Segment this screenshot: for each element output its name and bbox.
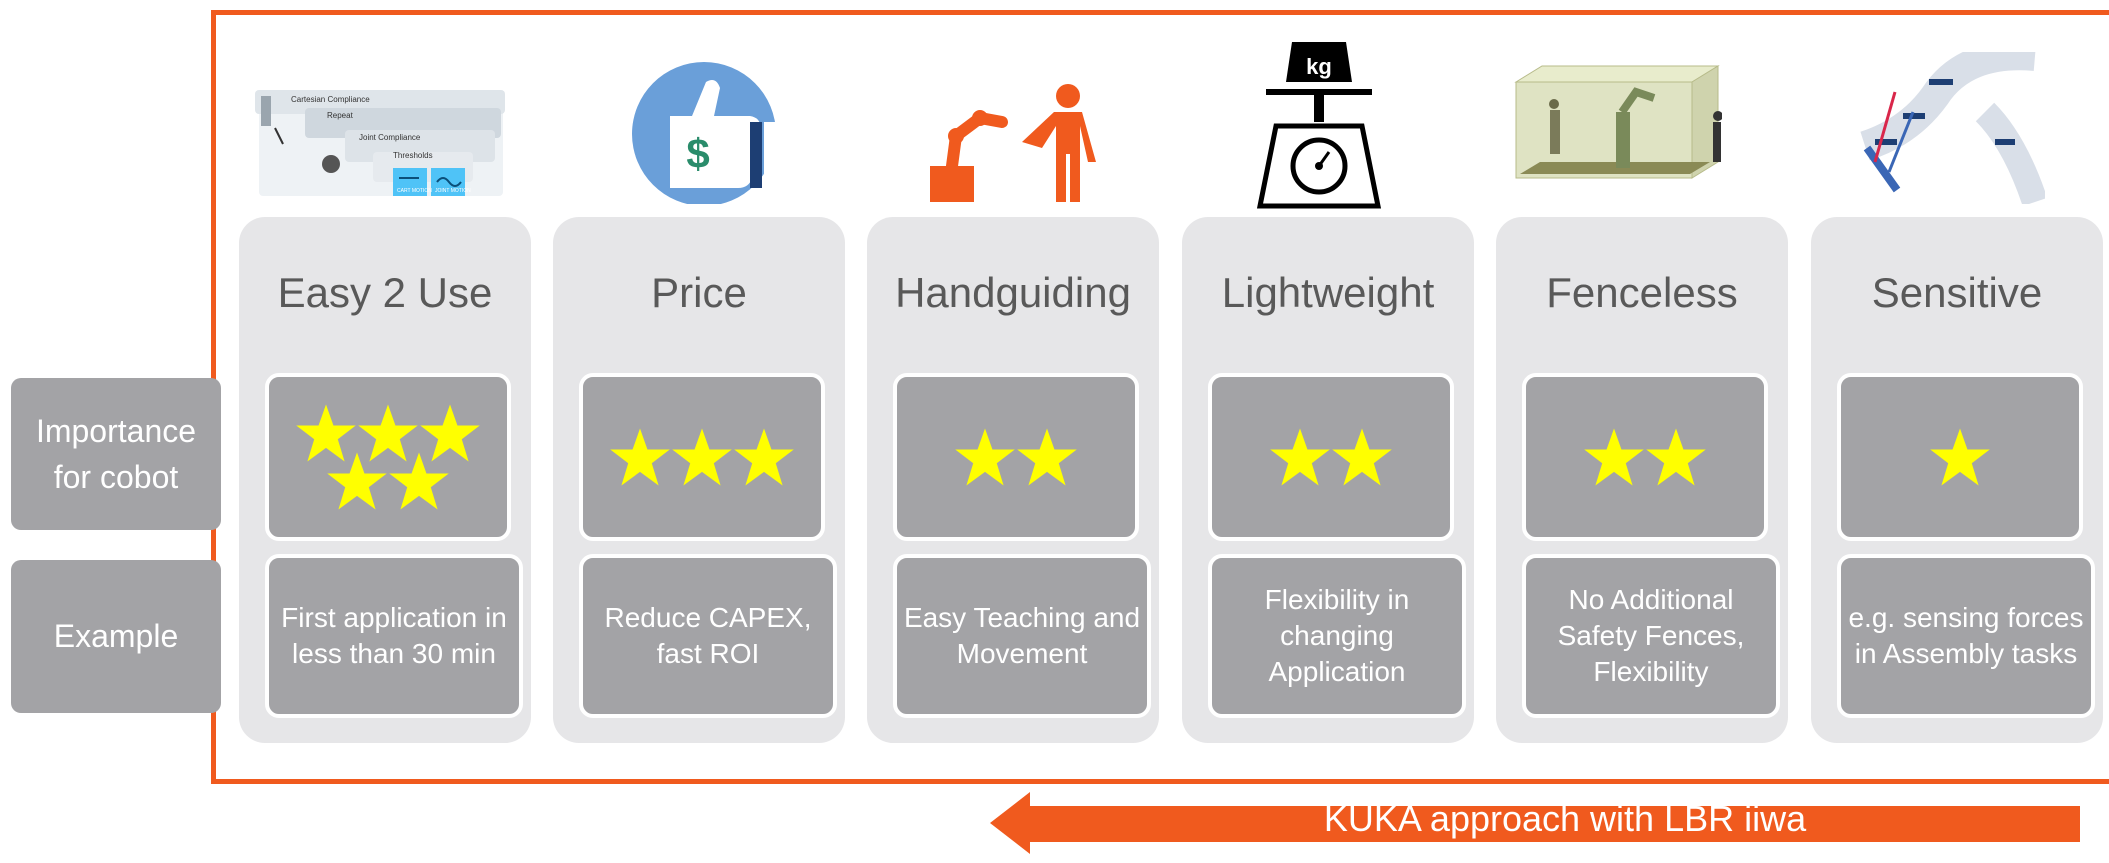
- star-icon: [296, 404, 356, 462]
- robot-sensing-icon: [1860, 52, 2045, 204]
- star-icon: [955, 428, 1015, 486]
- compliance-label-5: CART MOTION: [397, 188, 432, 194]
- row-label-importance-line1: Importance: [35, 412, 197, 449]
- star-icon: [672, 428, 732, 486]
- column-price: Price Reduce CAPEX, fast ROI: [553, 217, 845, 743]
- column-fenceless: Fenceless No Additional Safety Fences, F…: [1496, 217, 1788, 743]
- column-handguiding: Handguiding Easy Teaching and Movement: [867, 217, 1159, 743]
- star-icon: [358, 404, 418, 462]
- star-icon: [1930, 428, 1990, 486]
- star-icon: [1017, 428, 1077, 486]
- compliance-label-6: JOINT MOTION: [435, 188, 471, 194]
- column-sensitive: Sensitive e.g. sensing forces in Assembl…: [1811, 217, 2103, 743]
- example-text: Flexibility in changing Application: [1208, 554, 1466, 718]
- dollar-sign: $: [686, 130, 709, 177]
- compliance-diagram-icon: Cartesian Compliance Repeat Joint Compli…: [255, 90, 505, 196]
- column-title: Price: [651, 269, 747, 316]
- star-icon: [734, 428, 794, 486]
- example-text: e.g. sensing forces in Assembly tasks: [1837, 554, 2095, 718]
- column-title: Easy 2 Use: [277, 269, 493, 316]
- star-icon: [1584, 428, 1644, 486]
- example-text: Reduce CAPEX, fast ROI: [579, 554, 837, 718]
- example-text: Easy Teaching and Movement: [893, 554, 1151, 718]
- row-label-importance: Importance for cobot: [11, 378, 221, 530]
- row-label-importance-line2: for cobot: [53, 459, 179, 495]
- star-icon: [327, 452, 387, 510]
- robot-and-person-icon: [930, 84, 1096, 202]
- importance-rating: [1522, 373, 1768, 541]
- importance-rating: [1208, 373, 1454, 541]
- kg-scale-icon: kg: [1256, 42, 1382, 209]
- example-text: No Additional Safety Fences, Flexibility: [1522, 554, 1780, 718]
- star-icon: [1332, 428, 1392, 486]
- column-title: Handguiding: [895, 269, 1131, 316]
- row-label-example: Example: [11, 560, 221, 713]
- thumbs-up-dollar-icon: $: [632, 62, 776, 204]
- column-lightweight: Lightweight Flexibility in changing Appl…: [1182, 217, 1474, 743]
- star-icon: [420, 404, 480, 462]
- compliance-label-3: Joint Compliance: [359, 133, 421, 142]
- robot-cell-icon: [1514, 65, 1722, 179]
- column-title: Fenceless: [1546, 269, 1738, 316]
- compliance-label-2: Repeat: [327, 111, 354, 120]
- kuka-approach-arrow: [990, 792, 2080, 854]
- star-icon: [1646, 428, 1706, 486]
- example-text: First application in less than 30 min: [265, 554, 523, 718]
- kg-label: kg: [1306, 54, 1332, 79]
- star-icon: [1270, 428, 1330, 486]
- column-easy-2-use: Easy 2 Use First application in less tha…: [239, 217, 531, 743]
- compliance-label-1: Cartesian Compliance: [291, 95, 370, 104]
- importance-rating: [579, 373, 825, 541]
- compliance-label-4: Thresholds: [393, 151, 433, 160]
- column-title: Sensitive: [1871, 269, 2043, 316]
- importance-rating: [1837, 373, 2083, 541]
- importance-rating: [265, 373, 511, 541]
- column-title: Lightweight: [1221, 269, 1435, 316]
- kuka-approach-label: KUKA approach with LBR iiwa: [1323, 798, 1807, 839]
- importance-rating: [893, 373, 1139, 541]
- star-icon: [389, 452, 449, 510]
- star-icon: [610, 428, 670, 486]
